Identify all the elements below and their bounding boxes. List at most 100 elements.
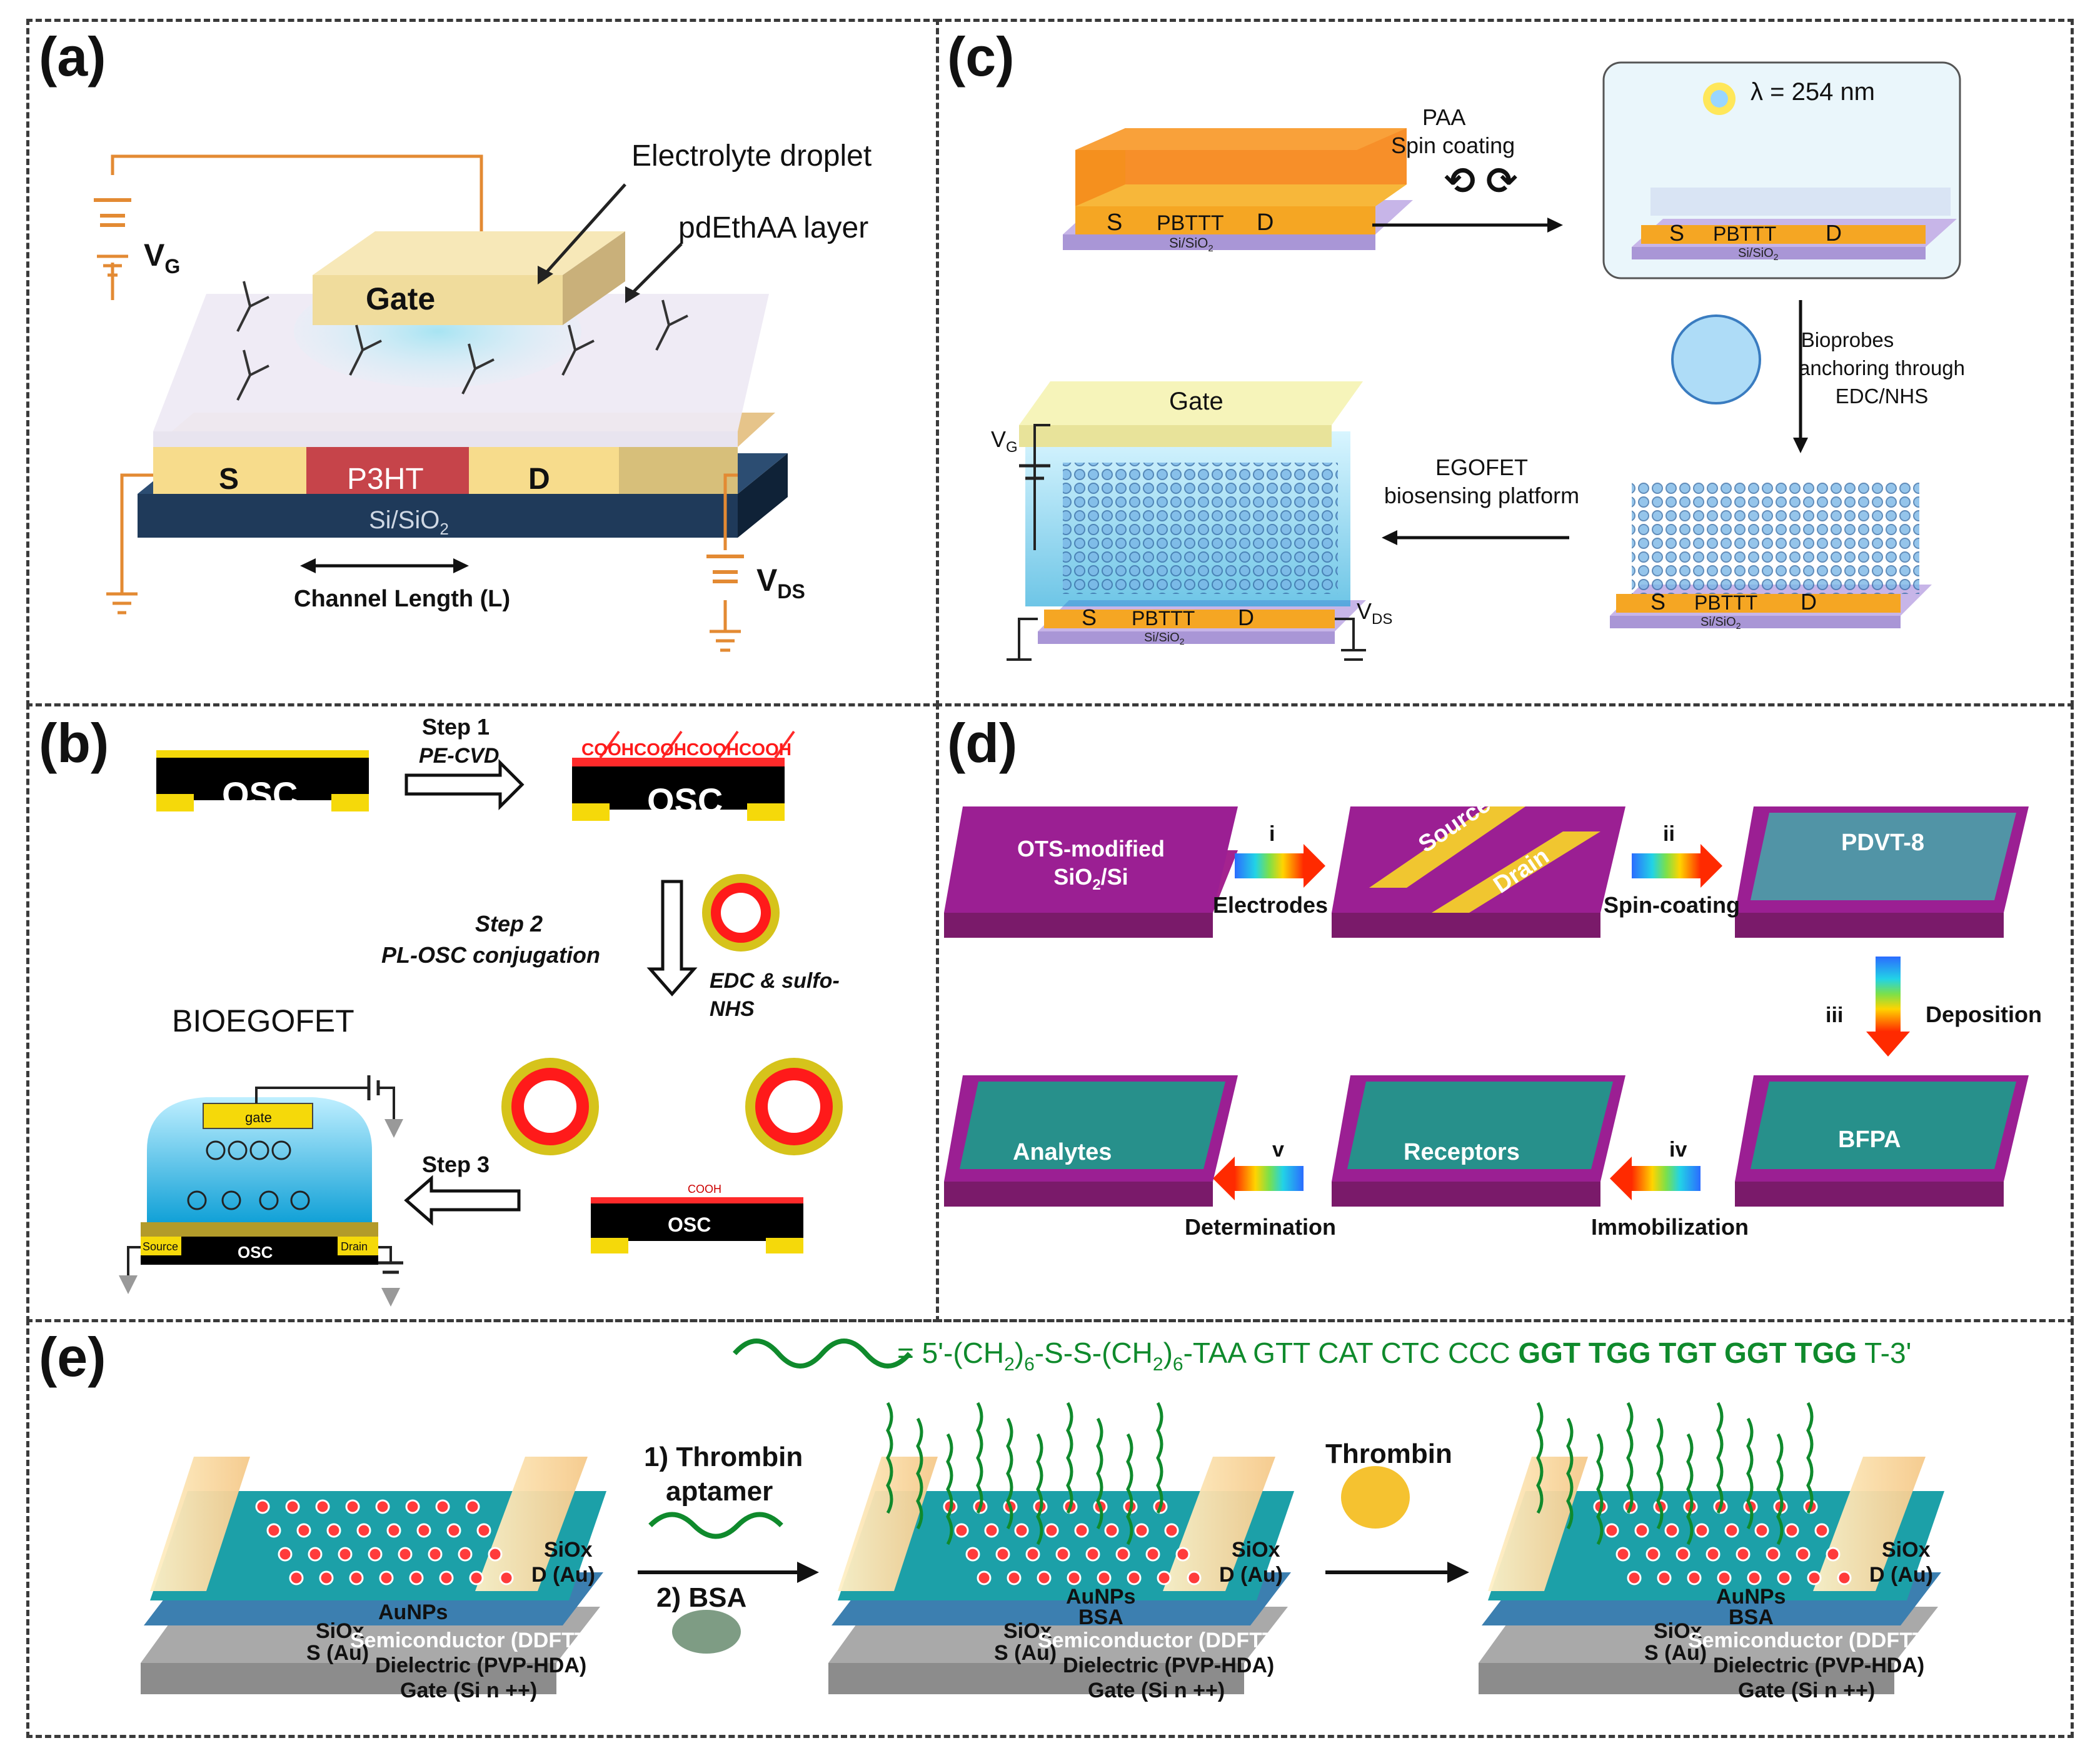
aunp-dot [1134, 1523, 1149, 1538]
aunp-dot [1837, 1570, 1852, 1585]
aunp-dot [488, 1547, 503, 1562]
bioegofet-label: BIOEGOFET [172, 1003, 354, 1038]
analytes-label: Analytes [1013, 1139, 1112, 1165]
aunp-dot [1747, 1570, 1762, 1585]
ots-label-1: OTS-modified [1017, 836, 1165, 861]
c3-source: S [1650, 589, 1665, 615]
aunp-dot [1754, 1523, 1769, 1538]
step1-thrombin-label: 1) Thrombin [644, 1442, 803, 1472]
aunp-dot [458, 1547, 473, 1562]
c2-pbttt: PBTTT [1713, 223, 1776, 245]
aunp-dot [1687, 1570, 1702, 1585]
step2-label: Step 2 [475, 911, 543, 937]
aptamer-strands [886, 1402, 1814, 1545]
aunp-dot [1694, 1523, 1709, 1538]
receptors-label: Receptors [1404, 1139, 1520, 1165]
vds-label: VDS [756, 563, 805, 603]
panel-e-label: (e) [39, 1326, 106, 1388]
aptamer-strand [1746, 1417, 1754, 1530]
pdvt-label: PDVT-8 [1841, 830, 1924, 856]
plosc-label: PL-OSC conjugation [381, 942, 600, 968]
biosensing-label: biosensing platform [1384, 483, 1579, 508]
aptamer-strand [1806, 1402, 1814, 1514]
ots-label-2: SiO2/Si [1053, 864, 1128, 893]
aunp-dot [1796, 1547, 1811, 1562]
aunp-dot [266, 1523, 281, 1538]
e3-siox: SiOx [1882, 1538, 1931, 1562]
e1-gate: Gate (Si n ++) [400, 1679, 537, 1702]
aptamer-strand [1596, 1433, 1604, 1545]
aunp-dot [315, 1499, 330, 1514]
aunp-dot [1067, 1570, 1082, 1585]
e2-semi: Semiconductor (DDFTTF) [1038, 1629, 1295, 1652]
aunp-dot [1145, 1547, 1160, 1562]
pdethaa-label: pdEthAA layer [678, 211, 868, 244]
aunp-dot [435, 1499, 450, 1514]
aunp-dot [1007, 1570, 1022, 1585]
e1-diel: Dielectric (PVP-HDA) [375, 1654, 586, 1677]
spin-coating-d-label: Spin-coating [1604, 892, 1740, 918]
aunp-dot [296, 1523, 311, 1538]
aunp-dot [1615, 1547, 1630, 1562]
aunp-dot [1104, 1523, 1119, 1538]
step-iv: iv [1669, 1138, 1687, 1162]
c4-source: S [1082, 605, 1097, 630]
aunp-dot [1784, 1523, 1799, 1538]
osc-1: OSC [222, 775, 298, 814]
aptamer-strand [1686, 1433, 1694, 1545]
e3-diel: Dielectric (PVP-HDA) [1713, 1654, 1924, 1677]
panel-c-diagram: ⟲ ⟳ [1007, 61, 1961, 661]
osc-2: OSC [647, 781, 723, 820]
step-i: i [1269, 822, 1275, 846]
drain-small-label: Drain [341, 1240, 368, 1253]
aptamer-strand [1096, 1417, 1103, 1530]
aunp-dot [1115, 1547, 1130, 1562]
aunp-dot [319, 1570, 334, 1585]
aunp-dot [995, 1547, 1010, 1562]
aunp-dot [1675, 1547, 1691, 1562]
aptamer-strand [1156, 1402, 1163, 1514]
aunp-dot [345, 1499, 360, 1514]
e1-aunps: AuNPs [378, 1600, 448, 1624]
aunp-dot [1664, 1523, 1679, 1538]
aunp-dot [465, 1499, 480, 1514]
step2-bsa-label: 2) BSA [656, 1582, 746, 1613]
aptamer-strand [1656, 1417, 1664, 1530]
aunp-dot [338, 1547, 353, 1562]
e1-semi: Semiconductor (DDFTTF) [350, 1629, 608, 1652]
aunp-dot [1025, 1547, 1040, 1562]
aunp-dot [1157, 1570, 1172, 1585]
panel-d-diagram [944, 806, 2029, 1207]
source-small-label: Source [143, 1240, 178, 1253]
aunp-dot [1164, 1523, 1179, 1538]
drain-label: D [528, 463, 550, 496]
e3-aunps: AuNPs [1716, 1585, 1786, 1609]
aunp-dot [1014, 1523, 1029, 1538]
e3-bsa: BSA [1729, 1605, 1774, 1629]
gate-small-label: gate [245, 1110, 272, 1125]
aunp-dot [1645, 1547, 1660, 1562]
source-label: S [219, 463, 239, 496]
osc-3: OSC [668, 1213, 711, 1236]
panel-b-diagram [119, 730, 843, 1307]
aunp-dot [349, 1570, 364, 1585]
aptamer-strand [886, 1402, 893, 1514]
aptamer-strand [1626, 1402, 1634, 1514]
aptamer-strand [1126, 1433, 1133, 1545]
c4-substrate: Si/SiO2 [1144, 631, 1185, 646]
cooh-small-label: COOH [688, 1183, 721, 1195]
device-e2 [828, 1457, 1294, 1694]
c4-drain: D [1238, 605, 1254, 630]
aunp-dot [1777, 1570, 1792, 1585]
aunp-dot [398, 1547, 413, 1562]
aunp-dot [954, 1523, 969, 1538]
aunp-dot [1766, 1547, 1781, 1562]
aptamer-strand [1066, 1402, 1073, 1514]
spin-coating-label: Spin coating [1391, 133, 1515, 158]
aunp-dot [428, 1547, 443, 1562]
e1-d-au: D (Au) [531, 1563, 595, 1587]
bioprobes-label: Bioprobes [1801, 328, 1894, 351]
aunp-dot [1706, 1547, 1721, 1562]
e2-siox-s: SiOx [1003, 1619, 1052, 1643]
e2-bsa: BSA [1078, 1605, 1123, 1629]
